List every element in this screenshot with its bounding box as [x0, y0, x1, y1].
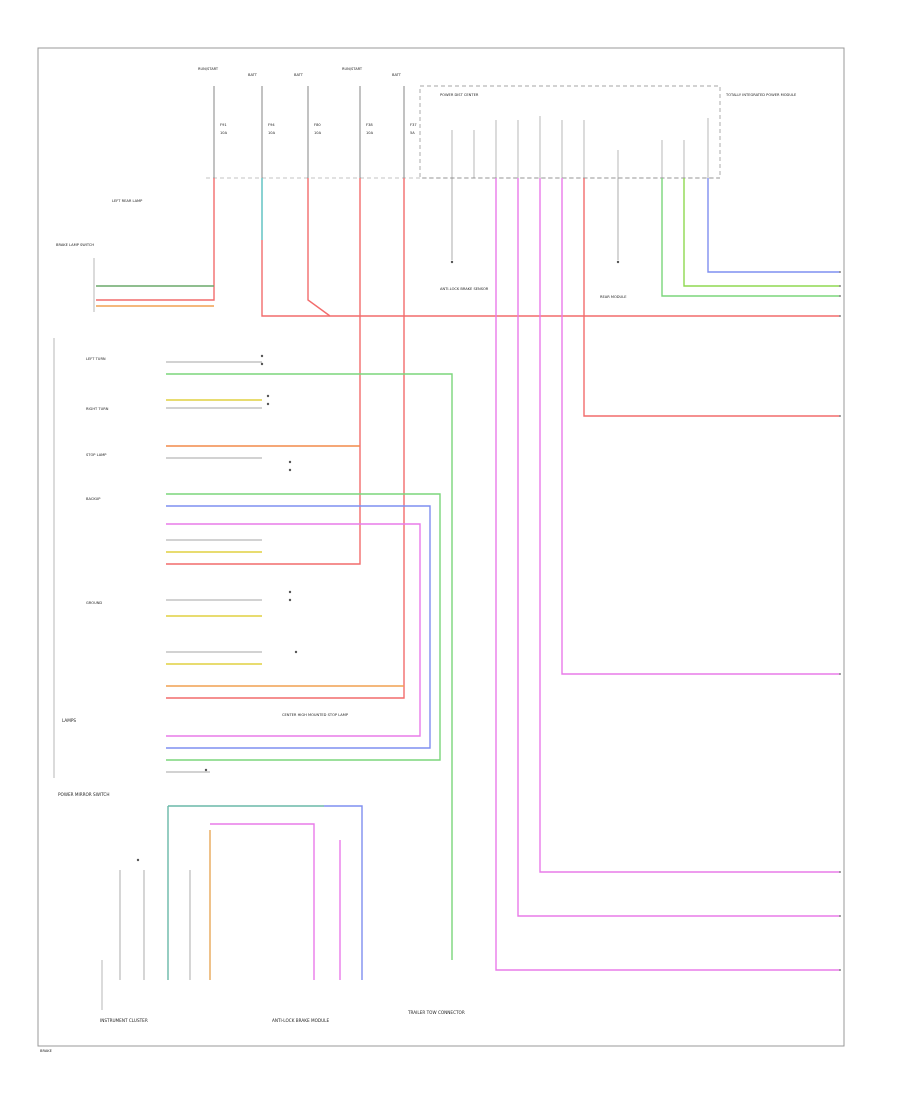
fuse-2-rating: 10A	[268, 131, 276, 135]
wire-green-1	[661, 178, 840, 297]
fuse-3-rating: 10A	[314, 131, 322, 135]
pin-backup: BACKUP	[86, 497, 101, 501]
tipm-output-stubs	[451, 116, 709, 178]
brake-switch-label: BRAKE LAMP SWITCH	[56, 243, 94, 247]
fuse-4-rating: 10A	[366, 131, 374, 135]
wire-magenta-6	[210, 823, 315, 980]
fuse-1-rating: 10A	[220, 131, 228, 135]
connector-dots	[136, 260, 620, 862]
fuse-2-id: F94	[268, 123, 275, 127]
fuse-column-1: F91 10A RUN/START	[198, 67, 228, 178]
fuse-column-2: F94 10A BATT	[248, 73, 276, 178]
tipm-label: TOTALLY INTEGRATED POWER MODULE	[725, 93, 797, 97]
wire-red-1	[307, 178, 840, 317]
power-mirror-label: POWER MIRROR SWITCH	[58, 792, 109, 797]
fuse-5-id: F37	[410, 123, 417, 127]
wire-green-3	[166, 373, 453, 960]
chmsl-label: CENTER HIGH MOUNTED STOP LAMP	[282, 713, 349, 717]
fuse-column-5: F37 5A BATT	[392, 73, 417, 178]
wire-red-2	[261, 178, 330, 317]
wire-red-6	[96, 178, 215, 301]
fuse-column-4: F38 10A RUN/START	[342, 67, 374, 178]
cluster-label: INSTRUMENT CLUSTER	[100, 1018, 148, 1023]
wire-magenta-2	[517, 178, 840, 917]
wire-blue-3	[324, 805, 363, 980]
trailer-label: TRAILER TOW CONNECTOR	[407, 1010, 465, 1015]
fuse-3-id: F80	[314, 123, 321, 127]
wire-blue-2	[166, 505, 431, 749]
abs-sensor-label: ANTI-LOCK BRAKE SENSOR	[440, 287, 489, 291]
left-rear-lamp-label: LEFT REAR LAMP	[112, 199, 143, 203]
abs-module-label: ANTI-LOCK BRAKE MODULE	[272, 1018, 330, 1023]
rear-module-label: REAR MODULE	[600, 295, 627, 299]
pin-left-turn: LEFT TURN	[86, 357, 106, 361]
wire-magenta-3	[539, 178, 840, 873]
wire-red-3	[166, 178, 361, 565]
pin-stop-lamp: STOP LAMP	[86, 453, 107, 457]
fuse-column-3: F80 10A BATT	[294, 73, 322, 178]
fuse-2-feed: BATT	[248, 73, 258, 77]
wire-magenta-5	[166, 523, 421, 737]
wire-blue-1	[707, 178, 840, 273]
wire-green-4	[166, 493, 441, 761]
fuse-1-feed: RUN/START	[198, 67, 219, 71]
wire-magenta-4	[561, 178, 840, 675]
fuse-4-id: F38	[366, 123, 373, 127]
fuse-5-feed: BATT	[392, 73, 402, 77]
pin-ground: GROUND	[86, 601, 102, 605]
diagram-border	[37, 47, 845, 1047]
wire-red-5	[583, 178, 840, 417]
pin-right-turn: RIGHT TURN	[86, 407, 109, 411]
fuse-4-feed: RUN/START	[342, 67, 363, 71]
pdc-label: POWER DIST CENTER	[440, 93, 479, 97]
left-component-brackets	[53, 258, 103, 1010]
footer-code: BRAKE	[40, 1049, 53, 1053]
wire-magenta-1	[495, 178, 840, 971]
wire-green-2	[683, 178, 840, 287]
wires	[96, 178, 840, 980]
terminal-marks	[839, 271, 841, 971]
tipm-box	[419, 85, 721, 179]
wire-red-4	[166, 178, 405, 699]
fuse-3-feed: BATT	[294, 73, 304, 77]
fuse-5-rating: 5A	[410, 131, 415, 135]
lamps-label: LAMPS	[62, 718, 76, 723]
fuse-1-id: F91	[220, 123, 227, 127]
